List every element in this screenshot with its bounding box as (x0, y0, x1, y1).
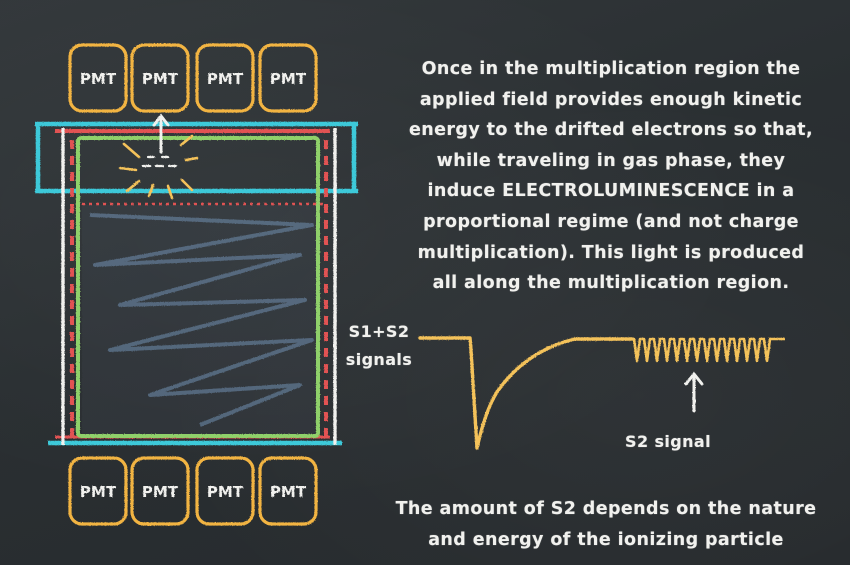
pmt-label: PMT (142, 483, 179, 501)
signals-label-line: signals (345, 350, 413, 369)
explanation-line: Once in the multiplication region the (421, 59, 801, 79)
pmt-label: PMT (207, 70, 244, 88)
explanation-line: proportional regime (and not charge (423, 211, 799, 232)
pmt-bottom-3: PMT (195, 456, 255, 526)
pmt-row-bottom: PMT PMT PMT PMT (68, 456, 318, 526)
explanation-line: applied field provides enough kinetic (419, 89, 803, 110)
pmt-label: PMT (142, 70, 179, 88)
pmt-label: PMT (80, 70, 117, 88)
pmt-bottom-2: PMT (130, 456, 190, 526)
electron-dots (141, 155, 178, 168)
cyan-grids (35, 121, 358, 446)
explanation-line: all along the multiplication region. (432, 273, 790, 294)
inner-vessel (76, 136, 320, 438)
signals-label-line: S1+S2 (348, 322, 410, 341)
pmt-label: PMT (270, 70, 307, 88)
field-cage-wires (61, 128, 337, 445)
drift-region-haze (82, 205, 318, 435)
s2-signal-label: S2 signal (625, 432, 711, 451)
explanation-line: multiplication). This light is produced (417, 242, 805, 263)
light-burst (118, 134, 199, 200)
pmt-label: PMT (207, 483, 244, 501)
pmt-bottom-4: PMT (258, 456, 318, 526)
pmt-top-3: PMT (195, 43, 255, 113)
explanation-paragraph: Once in the multiplication region the ap… (378, 54, 844, 299)
pmt-top-2: PMT (130, 43, 190, 113)
s2-pulse-train (632, 337, 785, 363)
explanation-line: while traveling in gas phase, they (436, 150, 786, 171)
conclusion-line: and energy of the ionizing particle (428, 530, 784, 550)
conclusion-paragraph: The amount of S2 depends on the nature a… (368, 494, 844, 556)
pmt-top-1: PMT (68, 43, 128, 113)
pmt-label: PMT (80, 483, 117, 501)
pmt-bottom-1: PMT (68, 456, 128, 526)
signals-label: S1+S2 signals (336, 318, 422, 374)
conclusion-line: The amount of S2 depends on the nature (395, 499, 817, 519)
pmt-row-top: PMT PMT PMT PMT (68, 43, 318, 113)
explanation-line: induce ELECTROLUMINESCENCE in a (427, 181, 795, 202)
pmt-label: PMT (270, 483, 307, 501)
signal-waveform (418, 336, 634, 450)
up-arrow-icon (152, 113, 170, 154)
pmt-top-4: PMT (258, 43, 318, 113)
s2-arrow-icon (684, 371, 704, 413)
explanation-line: energy to the drifted electrons so that, (408, 120, 814, 141)
